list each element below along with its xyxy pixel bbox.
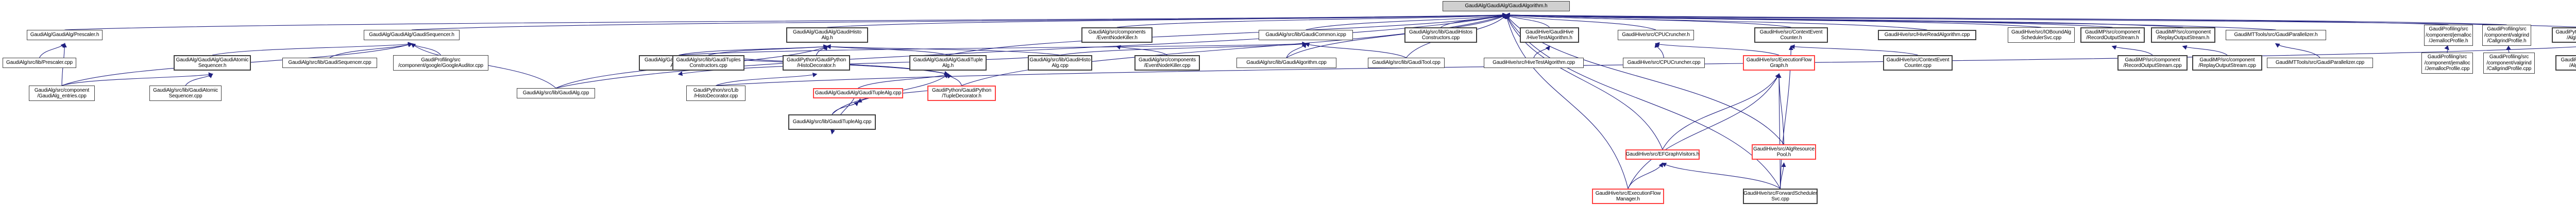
graph-node[interactable]: GaudiAlg/src/lib/GaudiHistos Constructor… (1404, 27, 1477, 43)
graph-node[interactable]: GaudiAlg/src/lib/GaudiAlg.cpp (517, 88, 595, 98)
graph-node[interactable]: GaudiAlg/src/lib/GaudiTupleAlg.cpp (788, 114, 876, 130)
graph-node[interactable]: GaudiHive/src/CPUCruncher.cpp (1623, 58, 1705, 68)
graph-node[interactable]: GaudiAlg/GaudiAlg/GaudiSequencer.h (364, 30, 460, 40)
graph-node[interactable]: GaudiAlg/src/lib/Prescaler.cpp (3, 58, 76, 68)
graph-node[interactable]: GaudiAlg/src/lib/GaudiTuples Constructor… (672, 55, 744, 71)
graph-node[interactable]: GaudiAlg/GaudiAlg/GaudiAtomic Sequencer.… (174, 55, 251, 71)
graph-node[interactable]: GaudiPython/GaudiPython /TupleDecorator.… (927, 86, 996, 101)
graph-node[interactable]: GaudiPython/GaudiPython /HistoDecorator.… (783, 55, 850, 71)
graph-node[interactable]: GaudiHive/src/ContextEvent Counter.cpp (1883, 55, 1953, 71)
graph-node[interactable]: GaudiPython/GaudiPython /AlgDecorators.c… (2555, 55, 2576, 71)
graph-node[interactable]: GaudiMP/src/component /RecordOutputStrea… (2117, 55, 2188, 71)
graph-node[interactable]: GaudiAlg/GaudiAlg/Prescaler.h (27, 30, 103, 40)
graph-node[interactable]: GaudiAlg/src/components /EventNodeKiller… (1134, 55, 1200, 71)
graph-node[interactable]: GaudiProfiling/src /component/valgrind /… (2482, 25, 2531, 46)
graph-node[interactable]: GaudiMTTools/src/GaudiParallelizer.h (2226, 30, 2326, 40)
graph-node[interactable]: GaudiHive/src/ForwardScheduler Svc.cpp (1743, 189, 1818, 204)
graph-node[interactable]: GaudiAlg/GaudiAlg/GaudiHisto Alg.h (786, 27, 868, 43)
graph-node[interactable]: GaudiHive/src/EFGraphVisitors.h (1625, 149, 1700, 160)
graph-node[interactable]: GaudiAlg/GaudiAlg/GaudiTupleAlg.cpp (813, 88, 903, 98)
graph-node[interactable]: GaudiHive/src/ContextEvent Counter.h (1754, 27, 1828, 43)
graph-node[interactable]: GaudiAlg/src/lib/GaudiTool.cpp (1368, 58, 1445, 68)
graph-node[interactable]: GaudiPython/GaudiPython /AlgDecorators.h (2552, 27, 2576, 43)
graph-node[interactable]: GaudiHive/src/HiveTestAlgorithm.cpp (1484, 58, 1584, 68)
graph-node[interactable]: GaudiProfiling/src /component/google/Goo… (393, 55, 488, 71)
graph-node[interactable]: GaudiHive/src/IOBoundAlg SchedulerSvc.cp… (2008, 27, 2075, 43)
graph-node[interactable]: GaudiHive/src/AlgResource Pool.h (1752, 144, 1816, 160)
graph-node[interactable]: GaudiAlg/GaudiAlg/GaudiTuple Alg.h (909, 55, 987, 71)
graph-node[interactable]: GaudiProfiling/src /component/valgrind /… (2483, 53, 2535, 74)
graph-node[interactable]: GaudiAlg/src/lib/GaudiAlgorithm.cpp (1236, 58, 1336, 68)
graph-node[interactable]: GaudiMTTools/src/GaudiParallelizer.cpp (2267, 58, 2373, 68)
graph-node[interactable]: GaudiHive/src/CPUCruncher.h (1618, 30, 1694, 40)
graph-node[interactable]: GaudiAlg/src/lib/GaudiSequencer.cpp (282, 58, 377, 68)
graph-node[interactable]: GaudiMP/src/component /ReplayOutputStrea… (2151, 27, 2215, 43)
graph-root-node[interactable]: GaudiAlg/GaudiAlg/GaudiAlgorithm.h (1443, 1, 1570, 11)
graph-node[interactable]: GaudiMP/src/component /RecordOutputStrea… (2080, 27, 2145, 43)
graph-node[interactable]: GaudiProfiling/src /component/jemalloc /… (2424, 25, 2473, 46)
graph-node[interactable]: GaudiHive/src/ExecutionFlow Manager.h (1592, 189, 1664, 204)
graph-node[interactable]: GaudiPython/src/Lib /HistoDecorator.cpp (686, 86, 745, 101)
graph-node[interactable]: GaudiAlg/src/lib/GaudiHisto Alg.cpp (1028, 55, 1092, 71)
graph-node[interactable]: GaudiAlg/src/lib/GaudiAtomic Sequencer.c… (149, 86, 222, 101)
graph-node[interactable]: GaudiAlg/src/components /EventNodeKiller… (1081, 27, 1153, 43)
graph-node[interactable]: GaudiHive/GaudiHive /HiveTestAlgorithm.h (1520, 27, 1579, 43)
graph-node[interactable]: GaudiAlg/src/lib/GaudiCommon.icpp (1259, 30, 1353, 40)
graph-node[interactable]: GaudiProfiling/src /component/jemalloc /… (2421, 53, 2473, 74)
graph-node[interactable]: GaudiHive/src/ExecutionFlow Graph.h (1743, 55, 1815, 71)
graph-node[interactable]: GaudiHive/src/HiveReadAlgorithm.cpp (1878, 30, 1976, 40)
graph-node[interactable]: GaudiAlg/src/component /GaudiAlg_entries… (29, 86, 95, 101)
graph-node[interactable]: GaudiMP/src/component /ReplayOutputStrea… (2192, 55, 2262, 71)
